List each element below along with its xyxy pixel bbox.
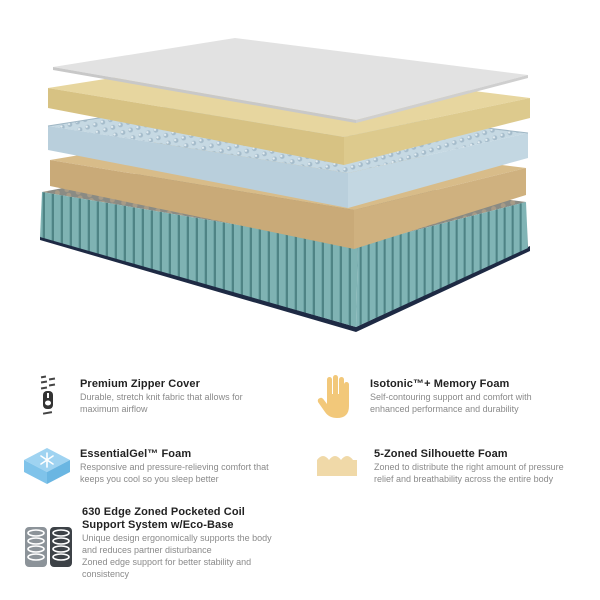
feature-gel-foam: EssentialGel™ Foam Responsive and pressu…	[22, 442, 269, 486]
zipper-icon	[30, 372, 66, 422]
feature-title: Premium Zipper Cover	[80, 378, 200, 390]
feature-text: 5-Zoned Silhouette Foam Zoned to distrib…	[374, 448, 564, 485]
feature-zipper-cover: Premium Zipper Cover Durable, stretch kn…	[30, 372, 243, 422]
feature-text: Isotonic™+ Memory Foam Self-contouring s…	[370, 378, 532, 415]
feature-title-line: Support System w/Eco-Base	[82, 519, 234, 531]
feature-title: EssentialGel™ Foam	[80, 448, 192, 460]
feature-title: 5-Zoned Silhouette Foam	[374, 448, 508, 460]
hand-icon	[314, 372, 356, 422]
features-legend: Premium Zipper Cover Durable, stretch kn…	[0, 360, 600, 600]
feature-desc-line: enhanced performance and durability	[370, 404, 519, 414]
feature-coil-support: 630 Edge Zoned Pocketed Coil Support Sys…	[22, 504, 272, 590]
gel-snowflake-icon	[22, 442, 72, 486]
cover-layer	[53, 38, 528, 123]
feature-text: 630 Edge Zoned Pocketed Coil Support Sys…	[82, 506, 272, 580]
feature-desc-line: Unique design ergonomically supports the…	[82, 533, 272, 543]
feature-text: EssentialGel™ Foam Responsive and pressu…	[80, 448, 269, 485]
feature-title: Isotonic™+ Memory Foam	[370, 378, 510, 390]
feature-desc-line: consistency	[82, 569, 130, 579]
feature-text: Premium Zipper Cover Durable, stretch kn…	[80, 378, 243, 415]
mattress-layers-graphic	[40, 38, 530, 332]
feature-desc-line: maximum airflow	[80, 404, 148, 414]
feature-desc-line: Self-contouring support and comfort with	[370, 392, 532, 402]
mattress-illustration	[40, 38, 530, 332]
feature-memory-foam: Isotonic™+ Memory Foam Self-contouring s…	[314, 372, 532, 422]
coil-springs-icon	[22, 504, 76, 590]
feature-zoned-foam: 5-Zoned Silhouette Foam Zoned to distrib…	[314, 442, 564, 486]
feature-desc-line: Responsive and pressure-relieving comfor…	[80, 462, 269, 472]
feature-desc-line: Zoned edge support for better stability …	[82, 557, 252, 567]
feature-desc-line: relief and breathability across the enti…	[374, 474, 554, 484]
feature-desc-line: Zoned to distribute the right amount of …	[374, 462, 564, 472]
feature-desc-line: Durable, stretch knit fabric that allows…	[80, 392, 243, 402]
feature-title-line: 630 Edge Zoned Pocketed Coil	[82, 506, 245, 518]
feature-desc-line: keeps you cool so you sleep better	[80, 474, 219, 484]
zoned-foam-icon	[314, 442, 360, 486]
feature-desc-line: and reduces partner disturbance	[82, 545, 212, 555]
